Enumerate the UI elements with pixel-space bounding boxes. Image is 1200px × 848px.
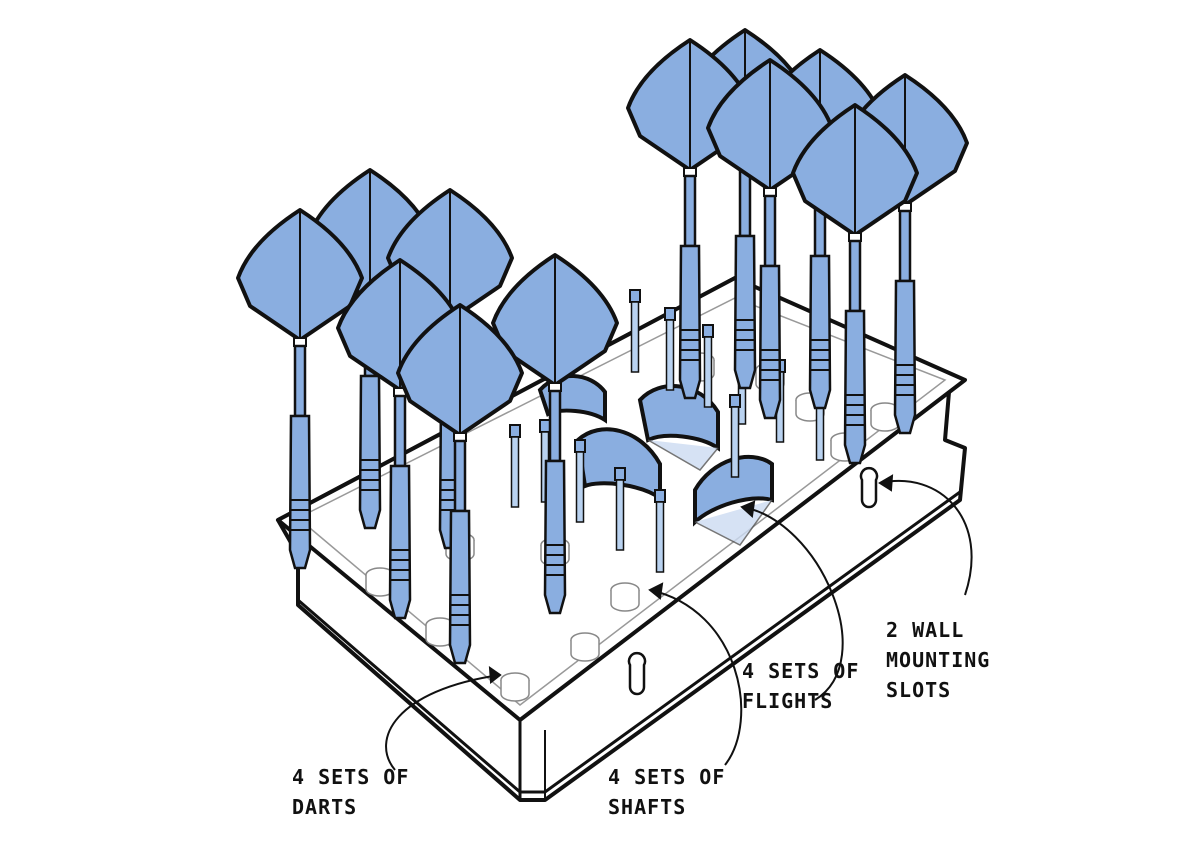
callout-slots-line1: 2 WALL: [886, 618, 965, 642]
callout-leaders: [385, 474, 973, 771]
callout-shafts: 4 SETS OF SHAFTS: [608, 762, 725, 822]
callout-darts-line2: DARTS: [292, 795, 358, 819]
mounting-slot-1: [627, 651, 647, 696]
arrow-shafts: [648, 582, 664, 600]
callout-slots-line3: SLOTS: [886, 678, 952, 702]
arrow-darts: [488, 665, 502, 684]
leader-slots: [879, 480, 973, 596]
callout-slots-line2: MOUNTING: [886, 648, 991, 672]
arrow-slots: [878, 474, 894, 492]
callout-slots: 2 WALL MOUNTING SLOTS: [886, 615, 990, 705]
callout-darts-line1: 4 SETS OF: [292, 765, 410, 789]
callout-flights-line2: FLIGHTS: [742, 689, 834, 713]
leader-shafts: [649, 589, 743, 766]
callout-darts: 4 SETS OF DARTS: [292, 762, 409, 822]
leader-darts: [385, 674, 501, 771]
leader-flights: [741, 506, 844, 701]
arrow-flights: [740, 500, 756, 518]
callout-flights: 4 SETS OF FLIGHTS: [742, 656, 859, 716]
callout-flights-line1: 4 SETS OF: [742, 659, 860, 683]
mounting-slot-2: [859, 466, 879, 509]
callout-shafts-line1: 4 SETS OF: [608, 765, 726, 789]
callout-shafts-line2: SHAFTS: [608, 795, 687, 819]
